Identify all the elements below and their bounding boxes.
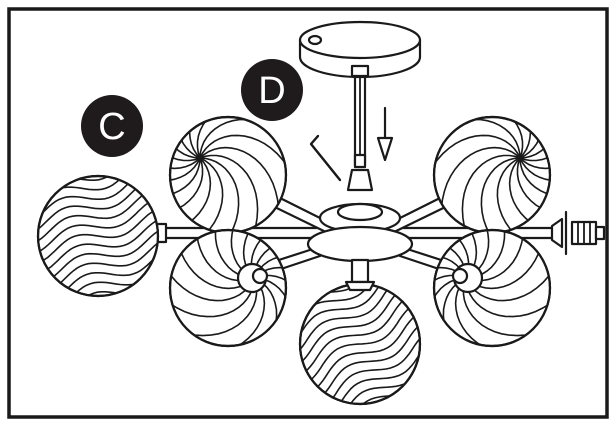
ceiling-canopy — [298, 20, 422, 79]
down-arrow-icon — [376, 106, 394, 162]
support-rod — [346, 64, 374, 192]
part-label-c: C — [81, 95, 143, 157]
globe-left — [36, 174, 160, 298]
globe-bottom — [298, 280, 422, 406]
globe-lower-right — [432, 228, 552, 348]
arm-socket-right — [550, 210, 606, 256]
part-label-d: D — [241, 59, 303, 121]
part-label-d-text: D — [258, 70, 285, 112]
part-label-c-text: C — [98, 106, 125, 148]
diagram-frame — [7, 7, 609, 419]
globe-lower-left — [168, 228, 288, 348]
allen-key-icon — [309, 134, 342, 182]
